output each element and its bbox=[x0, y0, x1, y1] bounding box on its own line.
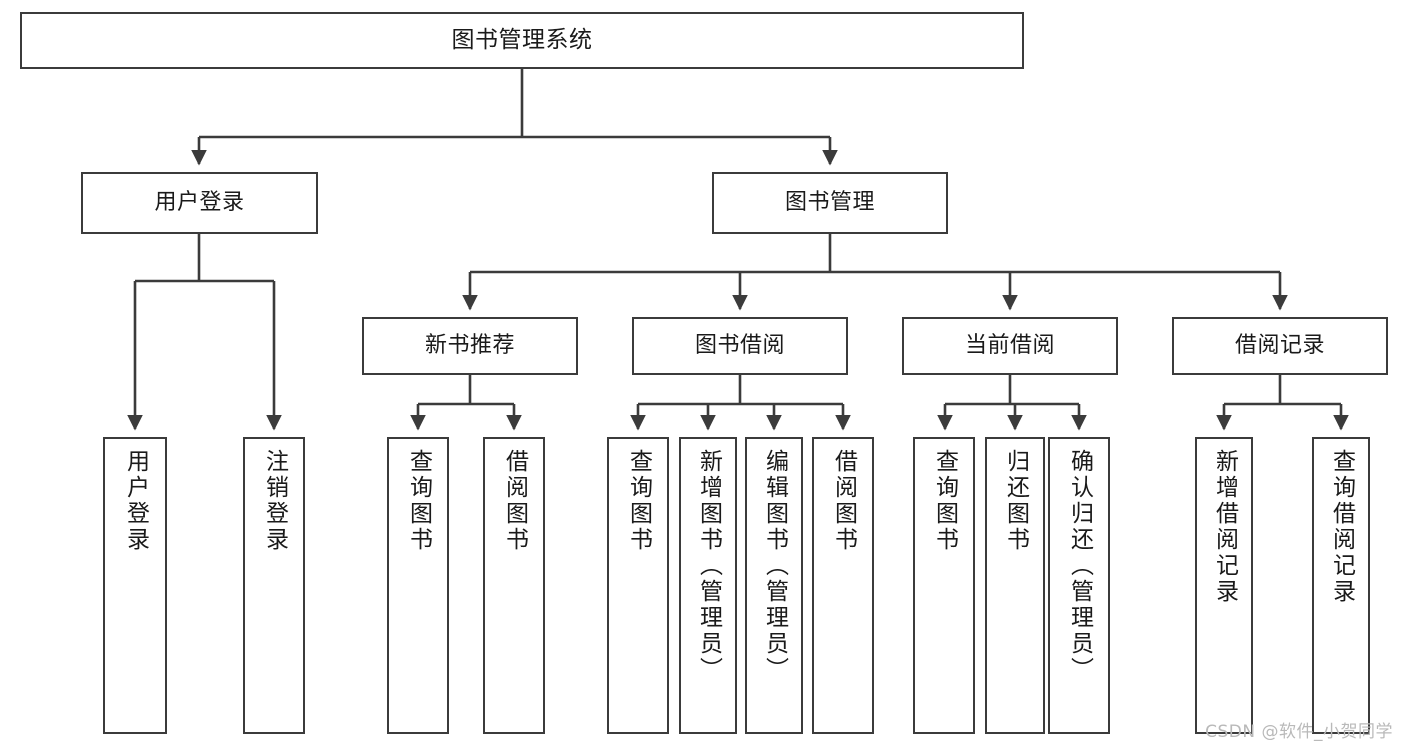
node-leaf-query-book-2[interactable]: 查询图书 bbox=[607, 437, 669, 734]
node-label: 查询图书 bbox=[405, 449, 432, 553]
node-label: 借阅图书 bbox=[830, 449, 857, 553]
node-label: 当前借阅 bbox=[964, 333, 1055, 359]
node-leaf-add-book[interactable]: 新增图书（管理员） bbox=[679, 437, 737, 734]
watermark: CSDN @软件_小贺同学 bbox=[1205, 722, 1393, 742]
node-leaf-return-book[interactable]: 归还图书 bbox=[985, 437, 1045, 734]
node-label: 图书借阅 bbox=[694, 333, 785, 359]
node-leaf-user-login[interactable]: 用户登录 bbox=[103, 437, 167, 734]
node-label: 新书推荐 bbox=[424, 333, 515, 359]
node-current-borrow[interactable]: 当前借阅 bbox=[902, 317, 1118, 375]
node-user-login[interactable]: 用户登录 bbox=[81, 172, 318, 234]
node-new-book-recommend[interactable]: 新书推荐 bbox=[362, 317, 578, 375]
node-label: 归还图书 bbox=[1002, 449, 1029, 553]
node-label: 用户登录 bbox=[122, 449, 149, 553]
node-book-borrow[interactable]: 图书借阅 bbox=[632, 317, 848, 375]
node-borrow-record[interactable]: 借阅记录 bbox=[1172, 317, 1388, 375]
node-label: 图书管理系统 bbox=[451, 26, 593, 53]
node-leaf-query-book-3[interactable]: 查询图书 bbox=[913, 437, 975, 734]
node-leaf-query-book-1[interactable]: 查询图书 bbox=[387, 437, 449, 734]
node-label: 借阅图书 bbox=[501, 449, 528, 553]
node-label: 用户登录 bbox=[154, 190, 245, 216]
node-leaf-borrow-book-1[interactable]: 借阅图书 bbox=[483, 437, 545, 734]
node-leaf-logout-login[interactable]: 注销登录 bbox=[243, 437, 305, 734]
node-leaf-confirm-return[interactable]: 确认归还（管理员） bbox=[1048, 437, 1110, 734]
node-leaf-edit-book[interactable]: 编辑图书（管理员） bbox=[745, 437, 803, 734]
node-label: 确认归还（管理员） bbox=[1066, 449, 1093, 683]
node-leaf-query-borrow-record[interactable]: 查询借阅记录 bbox=[1312, 437, 1370, 734]
node-label: 注销登录 bbox=[261, 449, 288, 553]
node-leaf-borrow-book-2[interactable]: 借阅图书 bbox=[812, 437, 874, 734]
node-leaf-add-borrow-record[interactable]: 新增借阅记录 bbox=[1195, 437, 1253, 734]
node-label: 新增图书（管理员） bbox=[695, 449, 722, 683]
node-label: 查询图书 bbox=[931, 449, 958, 553]
node-label: 查询图书 bbox=[625, 449, 652, 553]
node-label: 编辑图书（管理员） bbox=[761, 449, 788, 683]
node-book-management-system[interactable]: 图书管理系统 bbox=[20, 12, 1024, 69]
node-label: 图书管理 bbox=[784, 190, 875, 216]
node-label: 借阅记录 bbox=[1234, 333, 1325, 359]
node-book-manage[interactable]: 图书管理 bbox=[712, 172, 948, 234]
node-label: 新增借阅记录 bbox=[1211, 449, 1238, 605]
node-label: 查询借阅记录 bbox=[1328, 449, 1355, 605]
